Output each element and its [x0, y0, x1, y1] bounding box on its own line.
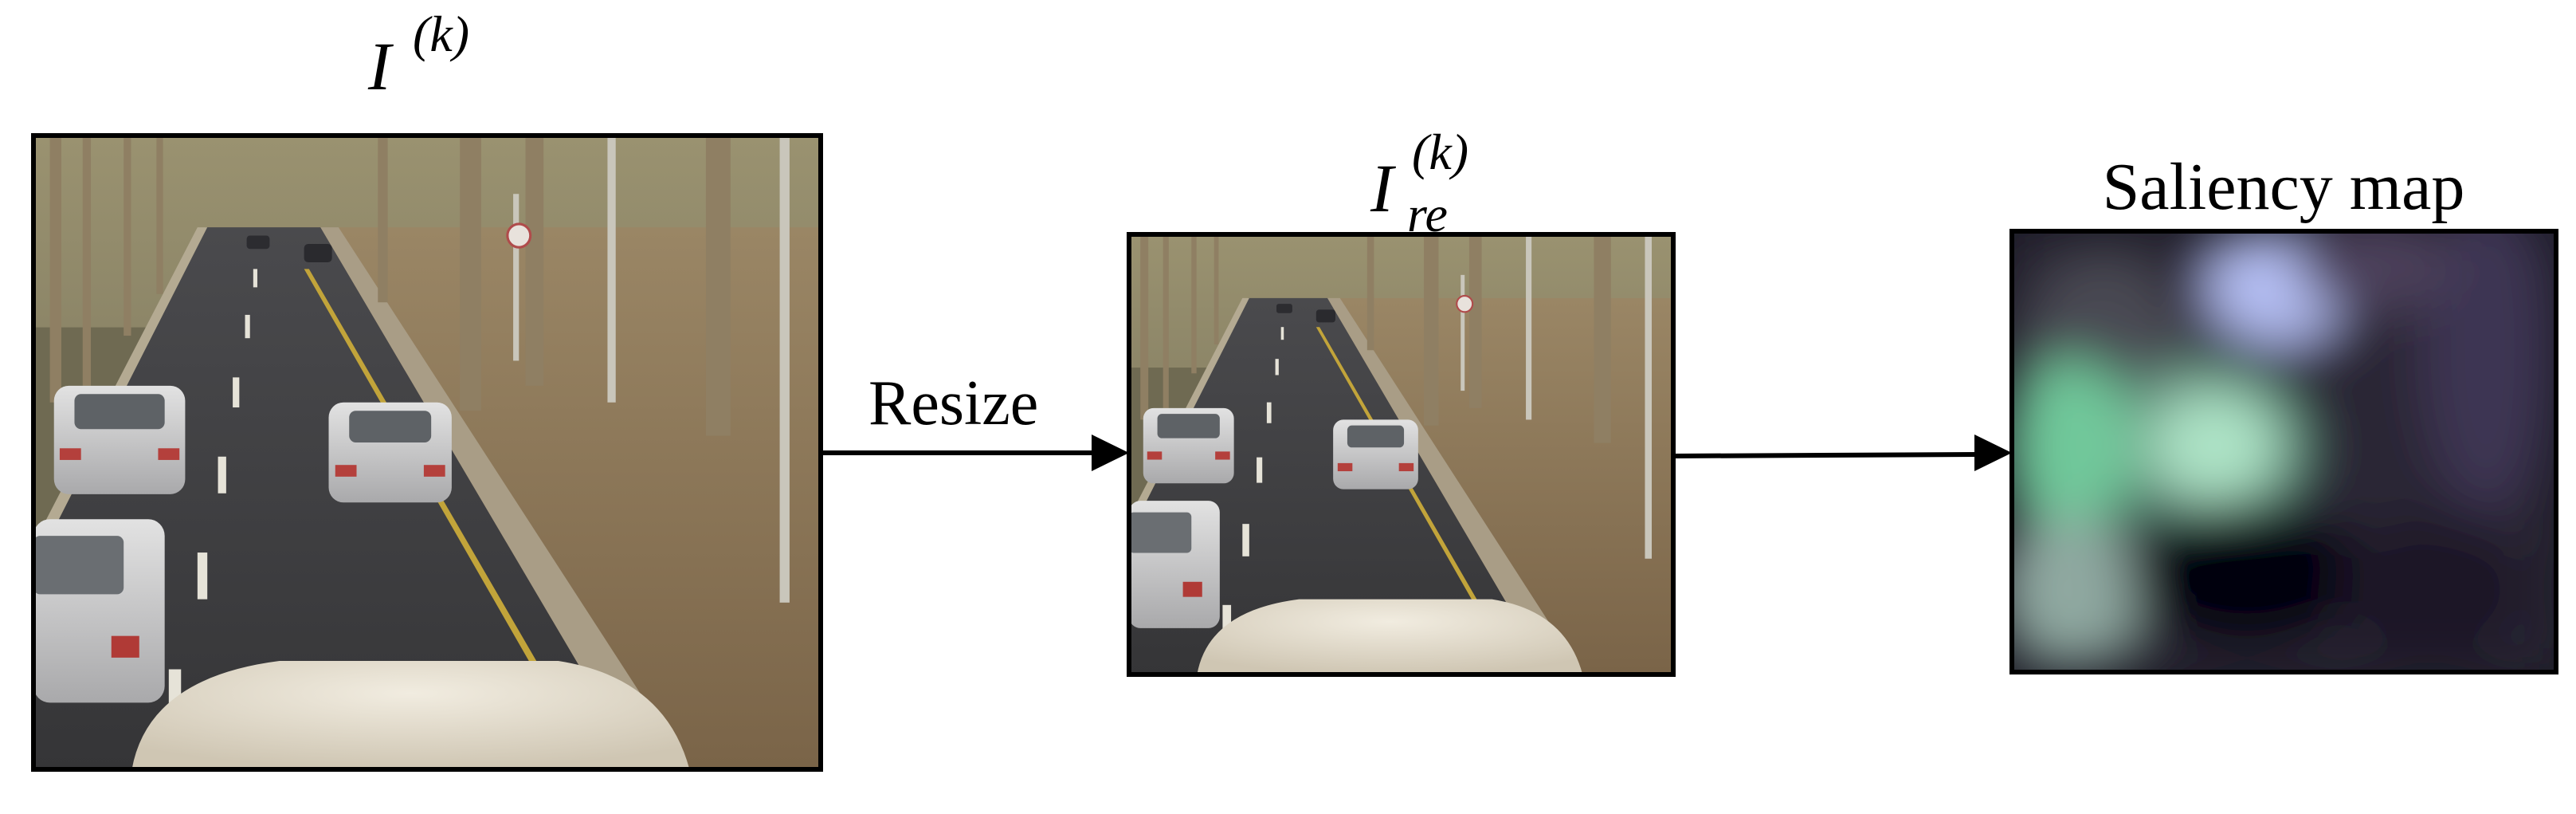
input-image-group: I (k): [31, 6, 823, 772]
saliency-map-frame: [2009, 229, 2558, 674]
input-label-superscript: (k): [413, 6, 469, 62]
resized-label-superscript: (k): [1412, 124, 1468, 180]
resized-label-subscript: re: [1407, 186, 1448, 242]
input-label-symbol: I: [367, 28, 394, 104]
saliency-map-title: Saliency map: [2103, 150, 2465, 224]
saliency-map-image: [2012, 231, 2556, 672]
resized-image: [1129, 234, 1673, 674]
resize-arrow: Resize: [821, 368, 1129, 471]
input-image: [33, 136, 821, 769]
resized-image-group: I (k) re: [1127, 124, 1676, 677]
resize-label: Resize: [868, 368, 1038, 438]
arrow-head-icon: [1092, 435, 1129, 471]
saliency-map-group: Saliency map: [2009, 150, 2558, 674]
arrow-head-icon: [1974, 435, 2012, 471]
saliency-arrow: [1672, 435, 2012, 471]
resized-label-symbol: I: [1370, 150, 1396, 226]
